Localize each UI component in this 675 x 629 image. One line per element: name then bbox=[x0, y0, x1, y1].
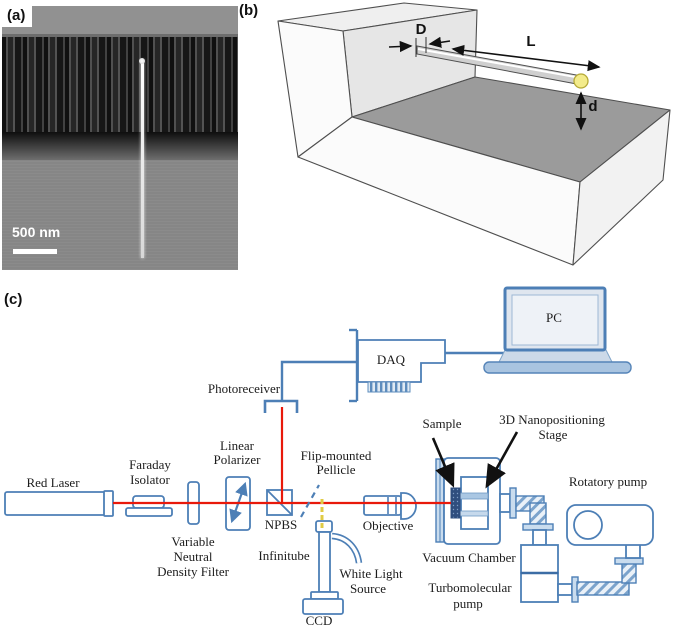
diameter-label: D bbox=[416, 21, 427, 38]
objective-lens bbox=[363, 492, 417, 520]
nanopositioning-stage bbox=[459, 476, 489, 530]
sem-porous-layer bbox=[2, 34, 238, 135]
vnd-label-2: Neutral bbox=[174, 549, 213, 564]
diameter-annotation: D bbox=[388, 21, 451, 53]
length-annotation: L bbox=[451, 33, 601, 72]
panel-c-label: (c) bbox=[4, 291, 23, 308]
gap-label: d bbox=[588, 98, 597, 115]
faraday-label-1: Faraday bbox=[129, 457, 171, 472]
scale-bar-label: 500 nm bbox=[12, 224, 61, 240]
vnd-label-1: Variable bbox=[171, 534, 215, 549]
sample-pointer-arrow bbox=[431, 437, 455, 488]
sample-label: Sample bbox=[423, 416, 462, 431]
pellicle-label-1: Flip-mounted bbox=[301, 448, 372, 463]
faraday-label-2: Isolator bbox=[130, 472, 170, 487]
daq-label: DAQ bbox=[377, 352, 406, 367]
nanowire bbox=[141, 60, 144, 258]
polarizer-label-1: Linear bbox=[220, 438, 255, 453]
sem-dark-band bbox=[2, 132, 238, 160]
red-laser-label: Red Laser bbox=[26, 475, 80, 490]
turbo-label-2: pump bbox=[453, 596, 483, 611]
faraday-isolator bbox=[125, 495, 173, 517]
infinitube bbox=[310, 520, 339, 600]
nanowire-schematic: D L d bbox=[277, 2, 671, 266]
stage-label-1: 3D Nanopositioning bbox=[499, 412, 605, 427]
red-laser bbox=[4, 490, 114, 517]
stage-pointer-arrow bbox=[485, 431, 519, 489]
photoreceiver-label: Photoreceiver bbox=[208, 381, 281, 396]
turbomolecular-pump bbox=[520, 544, 559, 603]
pc-label: PC bbox=[546, 310, 562, 325]
ccd-label: CCD bbox=[306, 613, 333, 628]
white-light-label-1: White Light bbox=[339, 566, 403, 581]
pc-laptop bbox=[483, 286, 632, 374]
white-light-source-arm bbox=[331, 532, 363, 564]
turbo-to-rotatory-pipe bbox=[557, 543, 644, 603]
rotatory-pump-label: Rotatory pump bbox=[569, 474, 647, 489]
daq-card bbox=[357, 339, 446, 393]
stepped-substrate-block bbox=[277, 2, 671, 266]
sample bbox=[450, 487, 461, 519]
length-label: L bbox=[526, 33, 535, 50]
pellicle-label-2: Pellicle bbox=[317, 462, 356, 477]
panel-a-label: (a) bbox=[2, 6, 33, 27]
gap-annotation: d bbox=[575, 91, 598, 131]
signal-wires bbox=[280, 328, 507, 403]
polarizer-label-2: Polarizer bbox=[214, 452, 262, 467]
npbs-label: NPBS bbox=[265, 517, 298, 532]
panel-b-label: (b) bbox=[239, 2, 259, 19]
rod-tip-sphere bbox=[573, 73, 589, 89]
ccd-camera bbox=[302, 598, 344, 615]
vnd-label-3: Density Filter bbox=[157, 564, 230, 579]
flip-mounted-pellicle bbox=[300, 484, 320, 518]
sem-top-band bbox=[2, 6, 238, 36]
vacuum-chamber-label: Vacuum Chamber bbox=[422, 550, 516, 565]
infinitube-label: Infinitube bbox=[258, 548, 309, 563]
chamber-to-turbo-pipe bbox=[499, 487, 554, 546]
scale-bar bbox=[13, 249, 57, 254]
optical-setup-diagram: Red Laser Faraday Isolator Variable Neut… bbox=[4, 286, 654, 628]
rotatory-pump bbox=[566, 504, 654, 546]
stage-label-2: Stage bbox=[539, 427, 568, 442]
objective-label: Objective bbox=[363, 518, 414, 533]
sem-image-panel: (a) 500 nm bbox=[2, 6, 238, 270]
turbo-label-1: Turbomolecular bbox=[428, 580, 512, 595]
nanowire-tip bbox=[139, 58, 145, 64]
white-light-label-2: Source bbox=[350, 581, 386, 596]
photoreceiver bbox=[263, 399, 299, 413]
